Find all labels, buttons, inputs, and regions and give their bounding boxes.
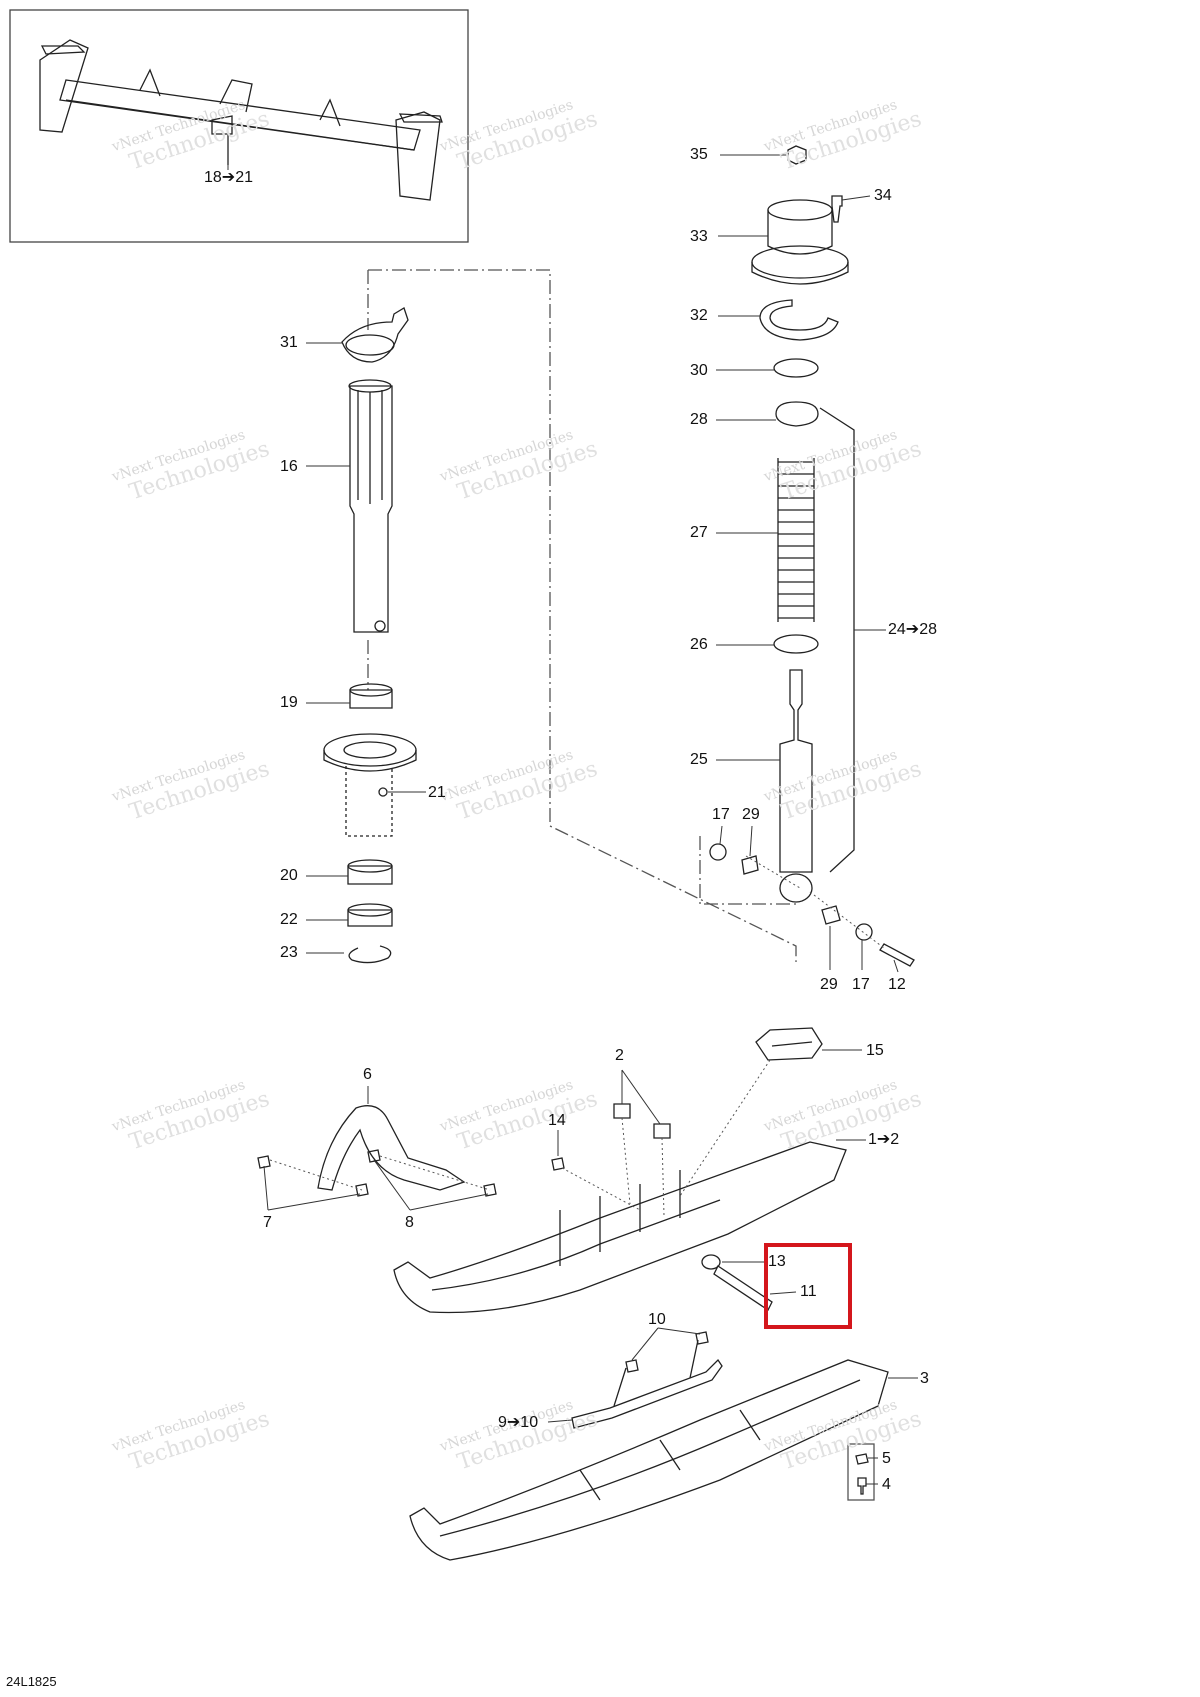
- callout-2[interactable]: 2: [615, 1047, 624, 1064]
- washer-26: [773, 634, 819, 654]
- shock-assembly: [709, 145, 915, 967]
- callout-22[interactable]: 22: [280, 911, 298, 928]
- callout-19[interactable]: 19: [280, 694, 298, 711]
- callout-26[interactable]: 26: [690, 636, 708, 653]
- callout-23[interactable]: 23: [280, 944, 298, 961]
- callout-33[interactable]: 33: [690, 228, 708, 245]
- skid-plate-15: [755, 1027, 823, 1061]
- callout-21[interactable]: 21: [428, 784, 446, 801]
- callout-31[interactable]: 31: [280, 334, 298, 351]
- retaining-ring-23: [348, 945, 392, 964]
- spindle-16: [349, 385, 393, 633]
- shock-25: [779, 669, 813, 873]
- retainer-28: [775, 401, 819, 427]
- washer-13: [701, 1254, 721, 1270]
- callout-12[interactable]: 12: [888, 976, 906, 993]
- callout-20[interactable]: 20: [280, 867, 298, 884]
- small-frame-4-5: [847, 1443, 875, 1501]
- callout-8[interactable]: 8: [405, 1214, 414, 1231]
- callout-17-left[interactable]: 17: [712, 806, 730, 823]
- callout-35[interactable]: 35: [690, 146, 708, 163]
- callout-4[interactable]: 4: [882, 1476, 891, 1493]
- bolt-34: [831, 195, 843, 223]
- drawing-id: 24L1825: [6, 1674, 57, 1689]
- bracket-24-28: [819, 407, 855, 873]
- ski-assembly: [257, 1027, 889, 1561]
- bolt-11: [713, 1265, 773, 1311]
- pin-12: [879, 943, 915, 967]
- bushing-19: [349, 689, 393, 709]
- leader-lines: [227, 154, 918, 1485]
- callout-27[interactable]: 27: [690, 524, 708, 541]
- nut-14: [551, 1157, 565, 1171]
- bushing-29b: [821, 905, 841, 925]
- callout-28[interactable]: 28: [690, 411, 708, 428]
- clip-32: [759, 299, 839, 341]
- nut-10a: [625, 1359, 639, 1373]
- nut-5: [855, 1453, 869, 1465]
- callout-24-28[interactable]: 24➔28: [888, 621, 937, 638]
- callout-25[interactable]: 25: [690, 751, 708, 768]
- washer-30: [773, 358, 819, 378]
- bushing-2a: [613, 1103, 631, 1119]
- screw-4: [857, 1477, 867, 1495]
- callout-18-21[interactable]: 18➔21: [204, 169, 253, 186]
- bushing-29a: [741, 855, 759, 875]
- carbide-9-10: [571, 1358, 723, 1429]
- screw-7a: [257, 1155, 271, 1169]
- callout-10[interactable]: 10: [648, 1311, 666, 1328]
- highlight-box: [764, 1243, 852, 1329]
- ski-body: [393, 1141, 847, 1314]
- washer-17a: [709, 843, 727, 861]
- callout-14[interactable]: 14: [548, 1112, 566, 1129]
- flange-plate: [323, 733, 417, 767]
- bushing-20: [347, 865, 393, 885]
- callout-17-right[interactable]: 17: [852, 976, 870, 993]
- callout-13[interactable]: 13: [768, 1253, 786, 1270]
- spring-27: [778, 461, 814, 619]
- assembly-boundary-lines: [367, 269, 798, 962]
- screw-7b: [355, 1183, 369, 1197]
- assembly-dotted-lines: [269, 855, 885, 1217]
- callout-11[interactable]: 11: [800, 1283, 817, 1300]
- callout-32[interactable]: 32: [690, 307, 708, 324]
- callout-30[interactable]: 30: [690, 362, 708, 379]
- callout-5[interactable]: 5: [882, 1450, 891, 1467]
- bushing-2b: [653, 1123, 671, 1139]
- nut-10b: [695, 1331, 709, 1345]
- ski-runner-3: [409, 1359, 889, 1561]
- callout-29-right[interactable]: 29: [820, 976, 838, 993]
- screw-8b: [483, 1183, 497, 1197]
- cap-33: [767, 210, 833, 255]
- callout-9-10[interactable]: 9➔10: [498, 1414, 539, 1431]
- handle-6: [317, 1105, 466, 1191]
- bushing-22: [347, 909, 393, 927]
- callout-3[interactable]: 3: [920, 1370, 929, 1387]
- nut-35: [787, 145, 807, 165]
- front-cross-member: [39, 39, 443, 201]
- callout-1-2[interactable]: 1➔2: [868, 1131, 900, 1148]
- callout-7[interactable]: 7: [263, 1214, 272, 1231]
- callout-15[interactable]: 15: [866, 1042, 884, 1059]
- screw-8a: [367, 1149, 381, 1163]
- washer-17b: [855, 923, 873, 941]
- spindle-assembly: [323, 307, 417, 964]
- callout-34[interactable]: 34: [874, 187, 892, 204]
- callout-16[interactable]: 16: [280, 458, 298, 475]
- callout-29-left[interactable]: 29: [742, 806, 760, 823]
- inset-frame: [9, 9, 469, 243]
- callout-6[interactable]: 6: [363, 1066, 372, 1083]
